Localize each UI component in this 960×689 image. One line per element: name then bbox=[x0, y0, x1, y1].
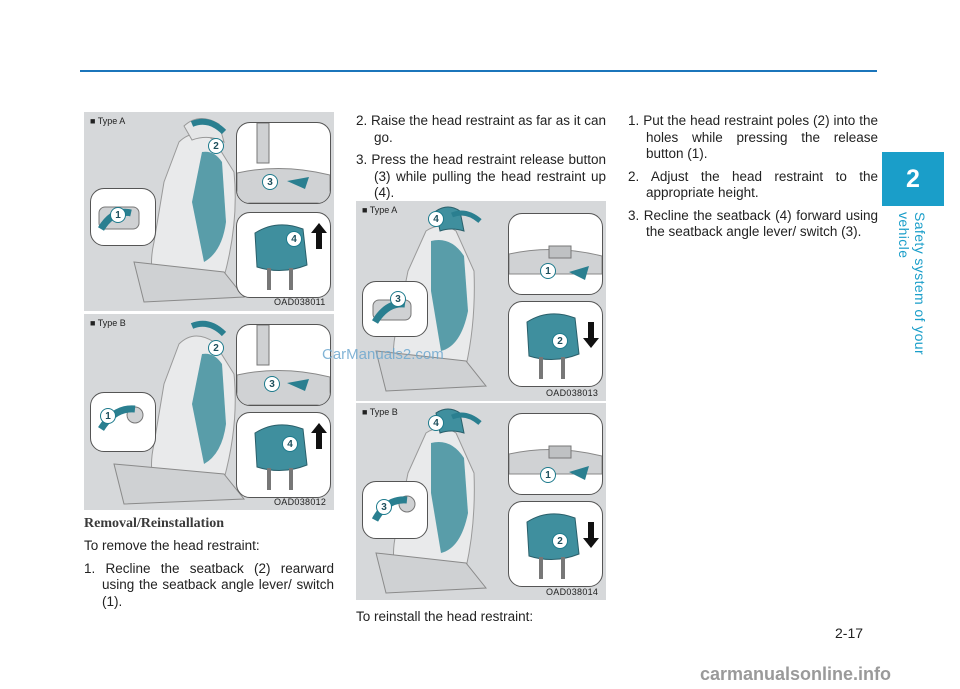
removal-column-middle: 2. Raise the head restraint as far as it… bbox=[356, 113, 606, 208]
reinstall-intro: To reinstall the head restraint: bbox=[356, 609, 534, 624]
reinstall-column-right: 1. Put the head restraint poles (2) into… bbox=[628, 113, 878, 247]
reinstall-step-2: 2. Adjust the head restraint to the appr… bbox=[628, 168, 878, 201]
inset-headrest bbox=[236, 212, 331, 298]
figure-label: ■ Type B bbox=[90, 318, 126, 328]
chapter-title: Safety system of your vehicle bbox=[896, 212, 928, 356]
page-number: 2-17 bbox=[835, 625, 864, 641]
badge-3: 3 bbox=[376, 499, 392, 515]
badge-4: 4 bbox=[428, 415, 444, 431]
inset-lever bbox=[362, 481, 428, 539]
figure-label: ■ Type A bbox=[362, 205, 398, 215]
removal-step-3: 3. Press the head restraint release butt… bbox=[356, 152, 606, 200]
inset-lever bbox=[90, 392, 156, 452]
reinstall-step-3: 3. Recline the seatback (4) forward usin… bbox=[628, 207, 878, 240]
inset-release-button bbox=[508, 213, 603, 295]
footer-watermark: carmanualsonline.info bbox=[700, 664, 892, 684]
badge-3: 3 bbox=[264, 376, 280, 392]
chapter-tab[interactable]: 2 bbox=[882, 152, 944, 206]
watermark: CarManuals2.com bbox=[322, 346, 444, 363]
chapter-number: 2 bbox=[906, 164, 920, 193]
badge-2: 2 bbox=[208, 340, 224, 356]
badge-3: 3 bbox=[390, 291, 406, 307]
figure-label: ■ Type B bbox=[362, 407, 398, 417]
seat-illustration bbox=[133, 118, 246, 303]
removal-column-left: To remove the head restraint: 1. Recline… bbox=[84, 538, 334, 616]
figure-code: OAD038011 bbox=[274, 297, 326, 307]
badge-4: 4 bbox=[286, 231, 302, 247]
seat-illustration bbox=[375, 206, 488, 392]
badge-2: 2 bbox=[552, 333, 568, 349]
inset-release-button bbox=[236, 122, 331, 204]
figure-reinstall-type-a: ■ Type A 1 2 3 4 OAD038013 bbox=[356, 201, 606, 401]
badge-1: 1 bbox=[540, 467, 556, 483]
badge-2: 2 bbox=[208, 138, 224, 154]
inset-release-button bbox=[508, 413, 603, 495]
removal-intro: To remove the head restraint: bbox=[84, 538, 260, 553]
badge-4: 4 bbox=[428, 211, 444, 227]
inset-headrest bbox=[236, 412, 331, 498]
inset-release-button bbox=[236, 324, 331, 406]
seat-illustration bbox=[113, 320, 246, 505]
inset-lever bbox=[362, 281, 428, 337]
section-title: Removal/Reinstallation bbox=[84, 516, 224, 531]
reinstall-step-1: 1. Put the head restraint poles (2) into… bbox=[628, 113, 878, 161]
badge-1: 1 bbox=[110, 207, 126, 223]
badge-4: 4 bbox=[282, 436, 298, 452]
figure-code: OAD038012 bbox=[274, 497, 327, 507]
removal-step-1: 1. Recline the seatback (2) rearward usi… bbox=[84, 560, 334, 609]
header-rule bbox=[80, 70, 877, 72]
badge-1: 1 bbox=[100, 408, 116, 424]
figure-remove-type-a: ■ Type A 1 2 3 4 OAD038011 bbox=[84, 112, 334, 311]
inset-headrest bbox=[508, 301, 603, 387]
badge-2: 2 bbox=[552, 533, 568, 549]
removal-step-2: 2. Raise the head restraint as far as it… bbox=[356, 113, 606, 145]
figure-reinstall-type-b: ■ Type B 1 2 3 4 OAD038014 bbox=[356, 403, 606, 600]
figure-code: OAD038014 bbox=[546, 587, 599, 597]
figure-remove-type-b: ■ Type B 1 2 3 4 OAD038012 bbox=[84, 314, 334, 510]
badge-3: 3 bbox=[262, 174, 278, 190]
badge-1: 1 bbox=[540, 263, 556, 279]
seat-illustration bbox=[375, 408, 488, 594]
figure-label: ■ Type A bbox=[90, 116, 126, 126]
figure-code: OAD038013 bbox=[546, 388, 599, 398]
